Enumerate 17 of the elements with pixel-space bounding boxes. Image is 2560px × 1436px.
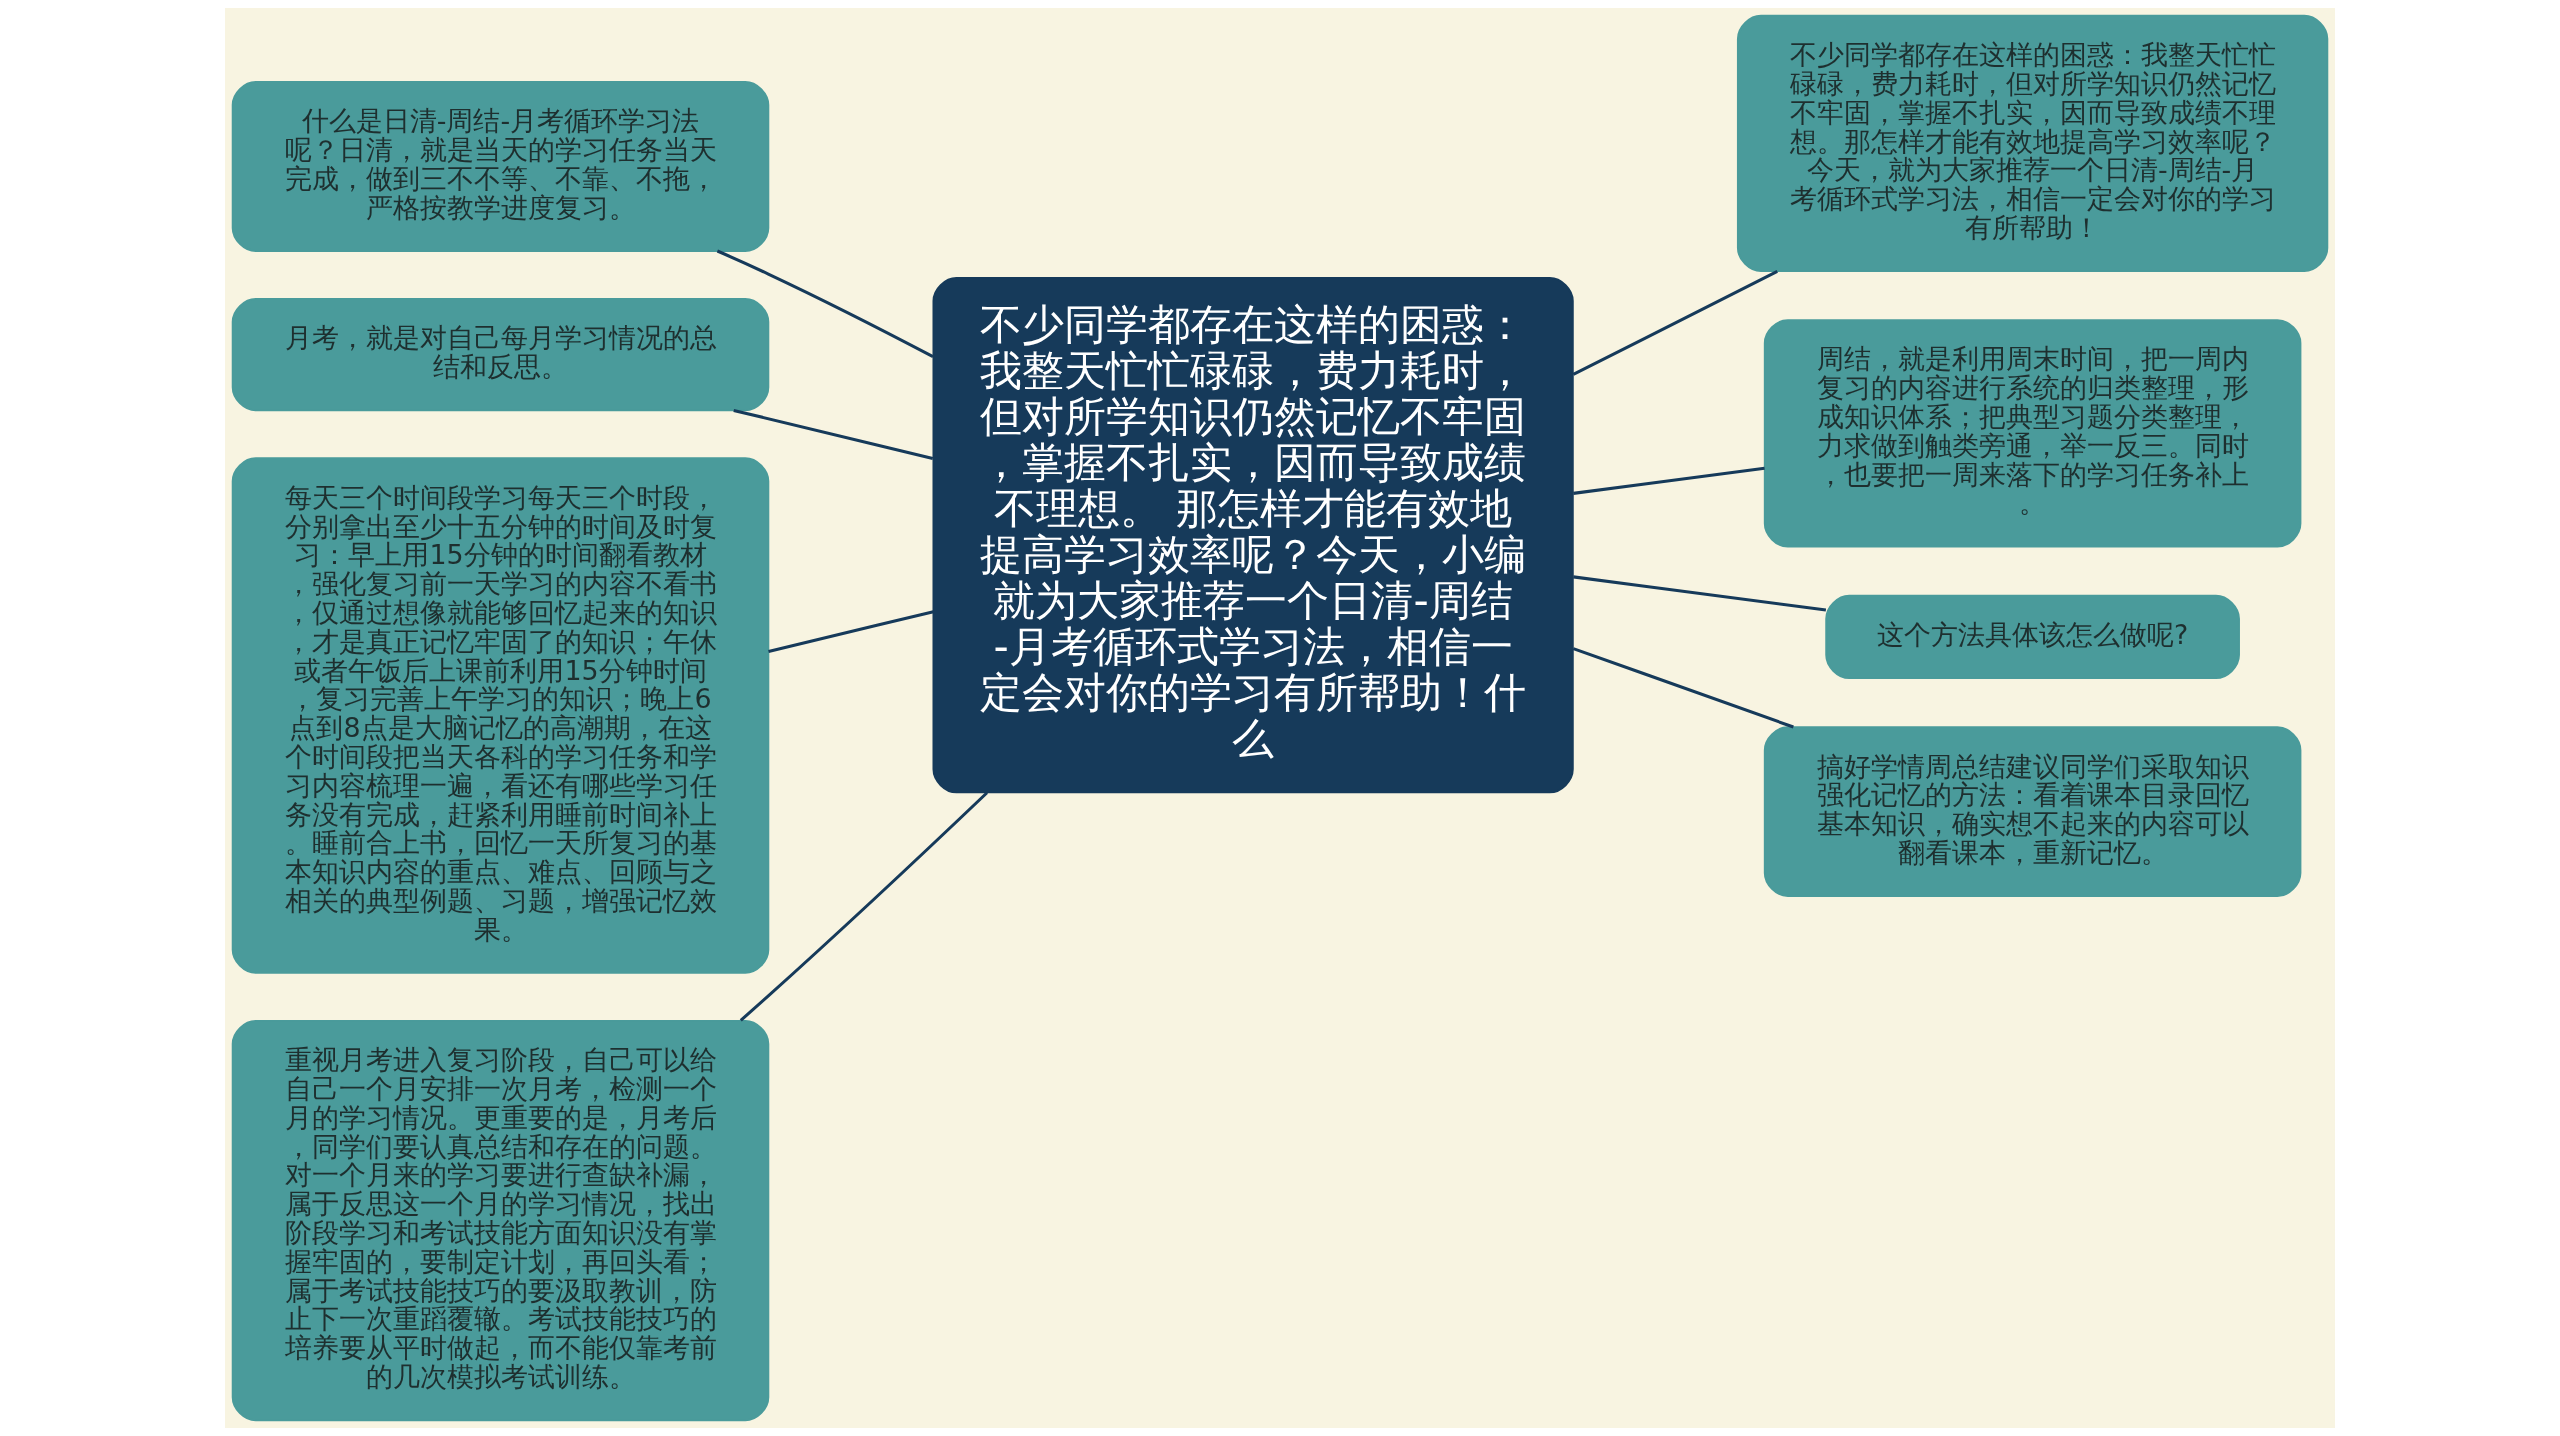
node-box: 这个方法具体该怎么做呢? [1825,594,2240,680]
node-box: 每天三个时间段学习每天三个时段，分别拿出至少十五分钟的时间及时复习：早上用15分钟的时间翻看教材，强化复习前一天学习的内容不看书，仅通过想像就能够回忆起来的知识，才是真正记忆牢固了的知识；午休或者午饭后上课前利用15分钟时间，复习完善上午学习的知识；晚上6点到8点是大脑记忆的高潮期，在这个时间段把当天各科的学习任务和学习内容梳理一遍，看还有哪些学习任务没有完成，赶紧利用睡前时间补上。睡前合上书，回忆一天所复习的基本知识内容的重点、难点、回顾与之相关的典型例题、习题，增强记忆效果。 [231,457,770,974]
connector [733,408,934,460]
connector [1573,466,1765,495]
connector [1572,647,1794,729]
connector [768,610,934,653]
connector [739,791,989,1022]
node-box: 什么是日清-周结-月考循环学习法呢？日清，就是当天的学习任务当天完成，做到三不不等、不靠、不拖，严格按教学进度复习。 [231,81,770,252]
node-box: 月考，就是对自己每月学习情况的总结和反思。 [231,298,770,412]
connector [716,249,934,358]
node-box: 不少同学都存在这样的困惑：我整天忙忙碌碌，费力耗时，但对所学知识仍然记忆不牢固，掌握不扎实，因而导致成绩不理想。 那怎样才能有效地提高学习效率呢？今天，小编就为大家推荐一个日清-周结-月考循环式学习法，相信一定会对你的学习有所帮助！什么 [932,276,1574,794]
node-box: 重视月考进入复习阶段，自己可以给自己一个月安排一次月考，检测一个月的学习情况。更重要的是，月考后，同学们要认真总结和存在的问题。对一个月来的学习要进行查缺补漏，属于反思这一个月的学习情况，找出阶段学习和考试技能方面知识没有掌握牢固的，要制定计划，再回头看；属于考试技能技巧的要汲取教训，防止下一次重蹈覆辙。考试技能技巧的培养要从平时做起，而不能仅靠考前的几次模拟考试训练。 [231,1019,770,1422]
connector [1573,575,1827,612]
connector [1572,270,1778,376]
node-box: 不少同学都存在这样的困惑：我整天忙忙碌碌，费力耗时，但对所学知识仍然记忆不牢固，掌握不扎实，因而导致成绩不理想。那怎样才能有效地提高学习效率呢？今天，就为大家推荐一个日清-周结-月考循环式学习法，相信一定会对你的学习有所帮助！ [1736,14,2329,273]
node-box: 周结，就是利用周末时间，把一周内复习的内容进行系统的归类整理，形成知识体系；把典型习题分类整理，力求做到触类旁通，举一反三。同时，也要把一周来落下的学习任务补上。 [1763,319,2302,548]
node-box: 搞好学情周总结建议同学们采取知识强化记忆的方法：看着课本目录回忆基本知识，确实想不起来的内容可以翻看课本，重新记忆。 [1763,726,2302,898]
